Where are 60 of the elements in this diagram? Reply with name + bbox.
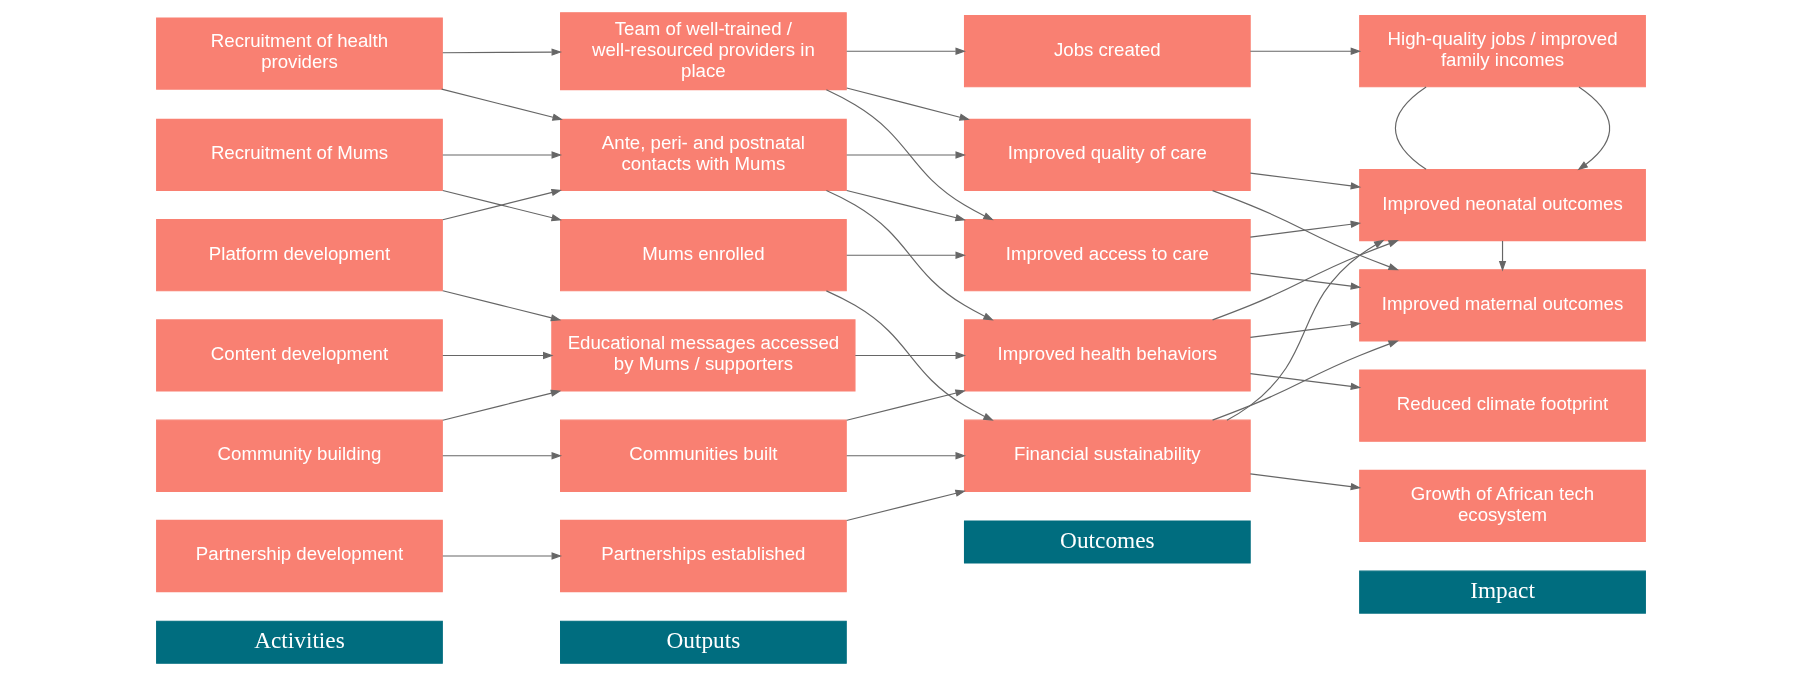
node-box: Outputs <box>560 620 847 664</box>
connector <box>1394 86 1427 170</box>
arrow <box>442 452 563 460</box>
arrow <box>1249 47 1362 55</box>
arrow <box>1226 239 1385 421</box>
node-box: Improved neonatal outcomes <box>1359 168 1646 242</box>
node-box: Improved access to care <box>963 219 1251 292</box>
node-box: Improved health behaviors <box>963 319 1251 392</box>
arrow <box>442 552 563 560</box>
arrow <box>1211 240 1399 321</box>
arrow <box>846 389 966 421</box>
arrow <box>442 351 554 360</box>
arrow <box>1211 190 1399 271</box>
node-box: Community building <box>156 419 443 492</box>
arrow <box>1249 373 1362 391</box>
arrow <box>846 87 970 121</box>
node-box: Educational messages accessed by Mums / supporters <box>551 319 856 392</box>
arrow <box>846 47 966 55</box>
node-box: Growth of African tech ecosystem <box>1359 469 1646 542</box>
arrow <box>1211 340 1399 421</box>
arrow <box>825 190 994 321</box>
node-box: Improved maternal outcomes <box>1359 269 1646 342</box>
node-box: Communities built <box>560 419 847 492</box>
node-box: Partnership development <box>156 519 443 593</box>
arrow <box>442 151 563 159</box>
arrow <box>442 290 562 322</box>
arrow <box>854 351 967 360</box>
node-box: Recruitment of health providers <box>156 17 443 90</box>
arrow <box>846 151 966 159</box>
node-box: Activities <box>156 620 443 664</box>
arrow <box>1249 320 1362 338</box>
node-box: Mums enrolled <box>560 219 847 292</box>
arrow <box>1249 220 1362 238</box>
arrow <box>846 452 966 460</box>
arrow <box>1249 272 1362 290</box>
node-box: Financial sustainability <box>963 419 1251 492</box>
node-box: Team of well-trained / well-resourced providers in place <box>560 12 847 91</box>
arrow <box>1249 473 1362 491</box>
node-box: Reduced climate footprint <box>1359 369 1646 442</box>
arrow <box>1498 240 1507 272</box>
arrow <box>846 189 966 222</box>
node-box: Improved quality of care <box>963 118 1251 192</box>
arrow <box>846 489 966 522</box>
node-box: Platform development <box>156 219 443 292</box>
arrow <box>442 389 562 421</box>
arrow <box>846 251 966 259</box>
arrow <box>825 89 994 221</box>
node-box: Impact <box>1359 570 1646 614</box>
node-box: High-quality jobs / improved family incomes <box>1359 15 1646 88</box>
node-box: Partnerships established <box>560 519 847 593</box>
node-box: Recruitment of Mums <box>156 118 443 192</box>
arrow <box>1249 172 1362 190</box>
arrow <box>825 290 994 421</box>
node-box: Jobs created <box>963 15 1251 88</box>
node-box: Outcomes <box>963 520 1251 564</box>
node-box: Content development <box>156 319 443 392</box>
arrow <box>1577 86 1611 171</box>
arrow <box>442 48 563 56</box>
arrow <box>441 88 563 121</box>
node-box: Ante, peri- and postnatal contacts with Mums <box>560 118 847 192</box>
